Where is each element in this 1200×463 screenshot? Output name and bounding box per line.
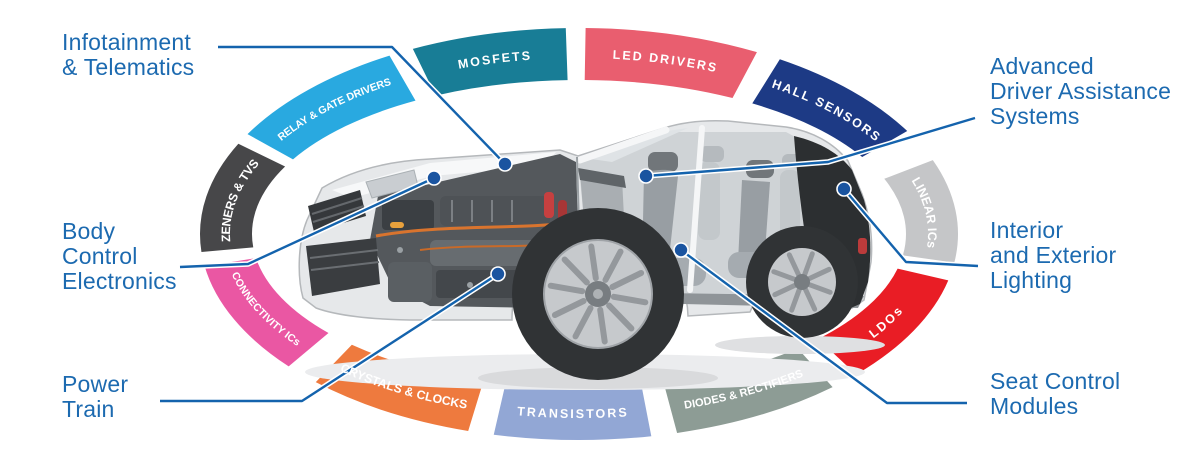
ring-label-transistors: TRANSISTORS: [517, 404, 630, 421]
ring-segment-zeners-tvs: [200, 143, 286, 252]
component-ring: [200, 28, 958, 441]
engine-bolt: [397, 247, 403, 253]
far-rear-seatback: [780, 170, 800, 240]
grille-slat: [311, 197, 363, 215]
ring-segment-led-drivers: [584, 28, 757, 99]
car-dashboard-top: [578, 168, 626, 188]
leader-line-power-train: [160, 272, 499, 403]
callout-interior-exterior-lighting: Interior and Exterior Lighting: [990, 218, 1116, 293]
engine-airbox: [382, 200, 434, 230]
ring-segment-relay-gate-drivers: [247, 55, 416, 160]
callout-infotainment-telematics: Infotainment & Telematics: [62, 30, 194, 80]
leader-dot-adas: [638, 168, 654, 184]
rear-wheel: [746, 226, 858, 338]
ring-segment-transistors: [493, 384, 652, 441]
callout-line: & Telematics: [62, 54, 195, 80]
engine-bolt: [467, 282, 473, 288]
leader-line-seat-control: [680, 249, 967, 405]
callout-line: Electronics: [62, 268, 177, 294]
leader-line-interior-lighting: [843, 188, 979, 268]
car-shadow-rear: [715, 336, 885, 354]
callout-line: Driver Assistance: [990, 78, 1172, 104]
leader-dot-interior-lighting: [836, 181, 852, 197]
leader-line-infotainment: [218, 45, 506, 165]
callout-advanced-driver-assistance-systems: Advanced Driver Assistance Systems: [990, 54, 1171, 129]
callout-line: Advanced: [990, 53, 1094, 79]
callout-line: Control: [62, 243, 138, 269]
callout-line: and Exterior: [990, 242, 1117, 268]
leader-line-adas: [645, 116, 976, 178]
b-pillar: [687, 125, 705, 293]
engine-cam-cover: [440, 196, 550, 226]
intake-slat: [310, 261, 380, 271]
rear-wheel-spokes: [771, 251, 833, 313]
far-front-seatback: [698, 162, 720, 240]
front-wheel-spokes: [547, 243, 649, 345]
ring-segment-connectivity-ics: [204, 258, 329, 367]
intake-slat: [309, 249, 379, 259]
grille-slat: [312, 205, 365, 223]
a-pillar: [576, 126, 670, 164]
car-cutaway-illustration: [298, 119, 885, 390]
leader-dot-seat-control: [673, 242, 689, 258]
front-wheel: [512, 208, 684, 380]
leader-line-body-control: [179, 176, 435, 269]
car-windshield: [584, 128, 688, 162]
callout-line: Train: [62, 396, 115, 422]
callout-power-train: Power Train: [62, 372, 128, 422]
leader-dot-body-control: [426, 170, 442, 186]
ring-segment-hall-sensors: [752, 59, 908, 157]
callout-line: Power: [62, 371, 129, 397]
leader-lines: [157, 44, 981, 406]
front-headrest: [648, 152, 678, 172]
transmission: [388, 262, 432, 302]
ring-segment-linear-ics: [884, 160, 958, 263]
callout-line: Modules: [990, 393, 1079, 419]
ring-segment-mosfets: [412, 28, 568, 96]
callout-seat-control-modules: Seat Control Modules: [990, 369, 1120, 419]
callout-line: Body: [62, 218, 116, 244]
callout-line: Infotainment: [62, 29, 191, 55]
callout-line: Interior: [990, 217, 1064, 243]
callout-line: Systems: [990, 103, 1080, 129]
suspension-coil: [544, 192, 554, 218]
callout-body-control-electronics: Body Control Electronics: [62, 219, 177, 294]
callout-line: Seat Control: [990, 368, 1121, 394]
taillight: [858, 238, 867, 254]
callout-line: Lighting: [990, 267, 1073, 293]
side-marker: [390, 222, 404, 228]
leader-dot-infotainment: [497, 156, 513, 172]
far-front-headrest: [700, 146, 724, 162]
leader-dot-power-train: [490, 266, 506, 282]
